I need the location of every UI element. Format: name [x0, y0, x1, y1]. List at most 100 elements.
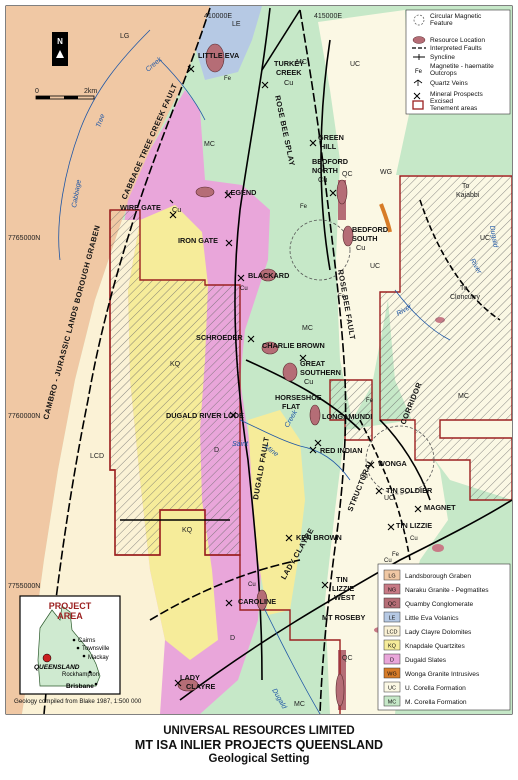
legend-code-d: D [390, 658, 394, 664]
legend-code-mc: MC [388, 700, 397, 706]
inset-title-2: AREA [57, 611, 83, 621]
legend-symbol-2: Interpreted Faults [430, 45, 482, 52]
svg-text:Fe: Fe [224, 76, 232, 82]
prospect-bedford-s-cu: Cu [356, 243, 365, 252]
drainage [58, 29, 451, 714]
circular-magnetic-feature [365, 425, 435, 495]
prospect-wire-gate: WIRE GATE [120, 203, 161, 212]
prospect-tlw-1: TIN [336, 575, 348, 584]
unit-label-uc-3: UC [480, 235, 490, 242]
water-cabbage: Cabbage [71, 179, 83, 208]
legend-code-le: LE [389, 616, 396, 622]
coord-n7755: 7755000N [8, 583, 40, 590]
prospect-markers [169, 65, 422, 687]
legend-code-qc: QC [388, 602, 396, 608]
unit-label-d-2: D [230, 635, 235, 642]
coord-e415: 415000E [314, 13, 342, 20]
unit-label-le: LE [232, 21, 241, 28]
unit-labels: LG LE UC UC UC UC MC MC MC MC MC D D KQ … [90, 21, 490, 708]
symbol-legend: Fe Circular Magnetic Feature Resource Lo… [405, 9, 511, 115]
legend-symbol-3: Syncline [430, 54, 455, 61]
legend-code-uc: UC [388, 686, 396, 692]
legend-symbol-7: Tenement areas [430, 105, 478, 112]
svg-text:Cu: Cu [384, 558, 392, 564]
prospect-tlw-2: LIZZIE [332, 584, 354, 593]
legend-swatch-d [383, 653, 401, 665]
title-subject: Geological Setting [208, 753, 310, 765]
prospect-wire-gate-cu: Cu [172, 205, 181, 214]
svg-text:Cu: Cu [248, 582, 256, 588]
prospect-charlie-brown: CHARLIE BROWN [262, 341, 325, 350]
legend-swatch-lg [383, 569, 401, 581]
town-kajabbi: To Kajabbi [456, 183, 480, 199]
prospect-great-s-1: GREAT [300, 359, 326, 368]
legend-swatch-lcd [383, 625, 401, 637]
legend-swatch-ng [383, 583, 401, 595]
water-tree: Tree [95, 113, 106, 129]
prospect-tin-lizzie: TIN LIZZIE [396, 521, 432, 530]
legend-symbol-1: Resource Location [430, 37, 485, 44]
unit-label-qc-1: QC [342, 171, 353, 178]
prospect-tlw-3: WEST [334, 593, 356, 602]
geological-map: N 0 2km 410000E 415000E 7765000N 7760000… [5, 5, 513, 715]
svg-text:Fe: Fe [300, 204, 308, 210]
unit-label-wg: WG [380, 169, 392, 176]
legend-symbol-4a: Magnetite - haematite [430, 63, 494, 70]
legend-code-ng: NG [388, 588, 396, 594]
legend-name-qc: Quamby Conglomerate [405, 601, 474, 608]
svg-text:Fe: Fe [366, 398, 374, 404]
inset-title-1: PROJECT [49, 601, 92, 611]
north-label: N [57, 37, 63, 46]
svg-text:Cu: Cu [360, 474, 368, 480]
unit-label-uc-1: UC [350, 61, 360, 68]
unit-label-mc-3: MC [302, 325, 313, 332]
figure-title-block: UNIVERSAL RESOURCES LIMITED MT ISA INLIE… [0, 724, 518, 766]
prospect-bedford-s-1: BEDFORD [352, 225, 388, 234]
svg-text:Cu: Cu [240, 286, 248, 292]
legend-swatch-le [383, 611, 401, 623]
svg-text:Cloncurry: Cloncurry [450, 294, 480, 301]
legend-code-lcd: LCD [386, 630, 397, 636]
unit-kq-area-east [248, 410, 305, 615]
source-note: Geology compiled from Blake 1987, 1:500 … [14, 698, 142, 705]
water-dugald-2: Dugald [488, 225, 499, 249]
prospect-horseshoe-2: FLAT [282, 402, 301, 411]
unit-label-lcd: LCD [90, 453, 104, 460]
unit-ng-body-2 [432, 544, 444, 552]
scale-bar: 0 2km [35, 88, 97, 100]
prospect-caroline: CAROLINE [238, 597, 276, 606]
prospect-dugald-river-lode: DUGALD RIVER LODE [166, 411, 244, 420]
prospect-green-1: GREEN [318, 133, 344, 142]
scale-zero: 0 [35, 88, 39, 95]
unit-label-lg: LG [120, 33, 129, 40]
legend-symbol-4b: Outcrops [430, 70, 457, 77]
coord-n7760: 7760000N [8, 413, 40, 420]
legend-name-le: Little Eva Volanics [405, 615, 459, 622]
prospect-lady-clayre-1: LADY [180, 673, 200, 682]
prospect-horseshoe-1: HORSESHOE [275, 393, 322, 402]
legend-swatch-kq [383, 639, 401, 651]
prospect-bedford-n-cu: Cu [318, 175, 327, 184]
svg-text:Cu: Cu [410, 536, 418, 542]
unit-label-mc-1: MC [204, 141, 215, 148]
inset-cairns: Cairns [78, 638, 95, 644]
svg-text:To: To [460, 285, 468, 292]
prospect-ken-brown: KEN BROWN [296, 533, 342, 542]
legend-code-wg: WG [387, 672, 396, 678]
prospect-schroeder: SCHROEDER [196, 333, 243, 342]
svg-text:Fe: Fe [392, 552, 400, 558]
prospect-turkey-2: CREEK [276, 68, 302, 77]
unit-label-mc-5: MC [294, 701, 305, 708]
prospect-wonga: WONGA [378, 459, 408, 468]
prospect-magnet: MAGNET [424, 503, 456, 512]
unit-label-uc-4: UC [384, 495, 394, 502]
circular-magnetic-feature-2 [289, 219, 351, 281]
legend-name-d: Dugald Slates [405, 657, 447, 664]
tenement-boundary [109, 210, 341, 714]
coord-e410: 410000E [204, 13, 232, 20]
prospect-tin-soldier: TIN SOLDIER [386, 486, 433, 495]
inset-queensland: QUEENSLAND [34, 664, 80, 671]
prospect-mt-roseby: MT ROSEBY [322, 613, 366, 622]
